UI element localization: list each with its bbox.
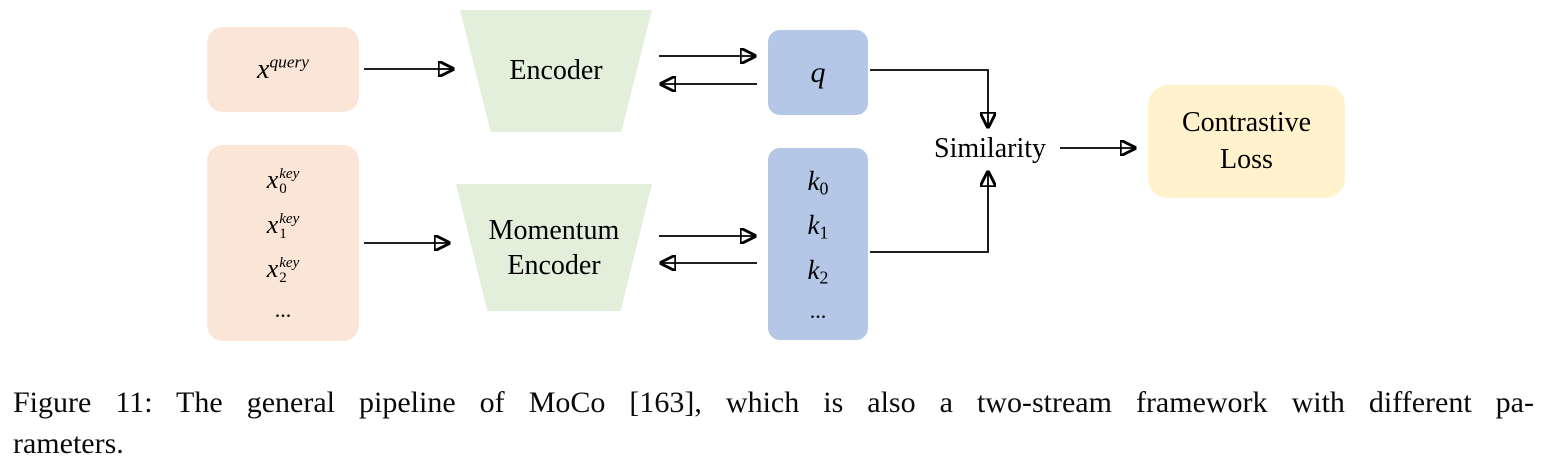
contrastive-loss-box: Contrastive Loss	[1148, 85, 1345, 198]
key0-sub: 0	[279, 181, 287, 198]
encoder-label: Encoder	[509, 55, 603, 86]
k-outputs-box: k0 k1 k2 ...	[768, 148, 868, 340]
key1-sup: key	[279, 210, 300, 227]
arrow-k-to-similarity	[870, 173, 988, 253]
query-base: x	[257, 53, 270, 85]
key0-sup: key	[279, 166, 300, 183]
key2-base: x	[266, 254, 279, 284]
k-output-0: k0	[808, 166, 829, 199]
key0-base: x	[266, 165, 279, 195]
key-inputs-ellipsis: ...	[274, 296, 292, 322]
similarity-label: Similarity	[934, 133, 1046, 164]
key1-sub: 1	[279, 225, 287, 242]
contrastive-loss-line1: Contrastive	[1181, 107, 1312, 139]
figure-caption: Figure 11: The general pipeline of MoCo …	[13, 382, 1534, 464]
key2-sup: key	[279, 255, 300, 272]
key1-base: x	[266, 209, 279, 239]
query-input-box: xquery	[207, 27, 359, 112]
k-output-1: k1	[808, 210, 829, 243]
k0-base: k	[807, 165, 820, 196]
k1-sub: 1	[819, 222, 829, 243]
k0-sub: 0	[819, 177, 829, 198]
query-sup: query	[269, 52, 309, 72]
momentum-encoder-label-line1: Momentum	[488, 214, 620, 246]
momentum-encoder-block: Momentum Encoder	[456, 184, 652, 311]
k2-sub: 2	[819, 267, 829, 288]
figure-caption-line2: rameters.	[13, 427, 124, 461]
k-output-2: k2	[808, 255, 829, 288]
contrastive-loss-line2: Loss	[1220, 143, 1273, 175]
key2-sub: 2	[279, 270, 287, 287]
k2-base: k	[807, 255, 820, 286]
k1-base: k	[807, 210, 820, 241]
encoder-block: Encoder	[460, 10, 652, 132]
arrow-q-to-similarity	[870, 69, 988, 126]
figure-caption-line1: Figure 11: The general pipeline of MoCo …	[13, 386, 1534, 419]
query-input-label: xquery	[257, 52, 309, 86]
q-output-box: q	[768, 30, 868, 115]
momentum-encoder-label-line2: Encoder	[507, 249, 601, 281]
q-label: q	[810, 55, 826, 89]
k-outputs-ellipsis: ...	[809, 298, 827, 324]
